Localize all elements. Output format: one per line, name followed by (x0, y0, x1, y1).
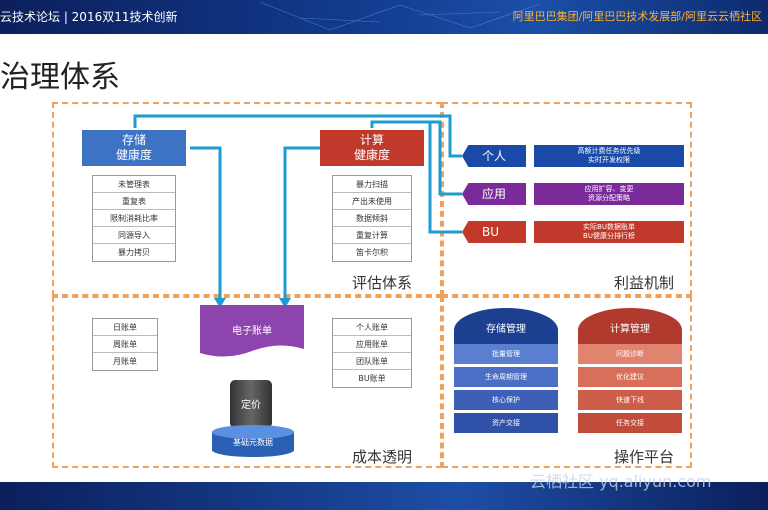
benefit-level-pill: 个人 (462, 145, 526, 167)
entity-bills-list: 个人账单应用账单团队账单 BU账单 (332, 318, 412, 388)
benefit-level-pill: BU (462, 221, 526, 243)
entity-bill-item: BU账单 (358, 374, 386, 383)
mgmt-stack-item: 任务交接 (578, 413, 682, 433)
entity-bill-item: 应用账单 (333, 336, 411, 353)
compute-issue-item: 笛卡尔积 (356, 248, 388, 257)
base-metadata-label: 基础元数据 (233, 438, 273, 447)
e-bill-shape (200, 305, 304, 357)
compute-issue-item: 产出未使用 (333, 193, 411, 210)
compute-issue-item: 暴力扫描 (333, 176, 411, 193)
period-bill-item: 日账单 (93, 319, 157, 336)
mgmt-stack-item: 资产交接 (454, 413, 558, 433)
benefit-section (442, 102, 692, 296)
watermark: 云栖社区 yq.aliyun.com (530, 472, 712, 491)
compute-issue-item: 数据倾斜 (333, 210, 411, 227)
storage-issue-item: 同源导入 (93, 227, 175, 244)
database-icon (212, 425, 294, 457)
benefit-section-label: 利益机制 (614, 274, 675, 292)
footer-bar (0, 482, 768, 510)
benefit-desc-box: 高额计费任务优先级 实时开发权限 (534, 145, 684, 167)
eval-section (52, 102, 442, 296)
network-background-graphic (259, 1, 541, 31)
pricing-label: 定价 (241, 400, 261, 411)
storage-mgmt-title: 存储管理 (486, 324, 526, 335)
pricing-server-icon (230, 380, 272, 428)
compute-mgmt-title: 计算管理 (610, 324, 650, 335)
mgmt-stack-item: 核心保护 (454, 390, 558, 410)
compute-issue-item: 重复计算 (333, 227, 411, 244)
storage-issue-item: 未管理表 (93, 176, 175, 193)
benefit-desc-box: 实际BU数据账单 BU健康分排行榜 (534, 221, 684, 243)
period-bills-list: 日账单周账单月账单 (92, 318, 158, 371)
organizer-names: 阿里巴巴集团/阿里巴巴技术发展部/阿里云云栖社区 (512, 10, 762, 23)
compute-mgmt-dome (578, 308, 682, 344)
period-bill-item: 周账单 (93, 336, 157, 353)
mgmt-stack-item: 优化建议 (578, 367, 682, 387)
mgmt-stack-item: 生命周期管理 (454, 367, 558, 387)
conference-name: 云技术论坛 | 2016双11技术创新 (0, 10, 178, 24)
period-bill-item: 月账单 (113, 357, 137, 366)
ops-section (442, 296, 692, 468)
storage-issue-item: 暴力拷贝 (118, 248, 150, 257)
ops-section-label: 操作平台 (614, 448, 675, 466)
benefit-desc-box: 应用扩容、变更 资源分配策略 (534, 183, 684, 205)
storage-health-box: 存储 健康度 (82, 130, 186, 166)
storage-mgmt-dome (454, 308, 558, 344)
e-bill-label: 电子账单 (232, 326, 272, 337)
storage-issue-item: 限制消耗比率 (93, 210, 175, 227)
benefit-level-pill: 应用 (462, 183, 526, 205)
header-bar: 云技术论坛 | 2016双11技术创新 阿里巴巴集团/阿里巴巴技术发展部/阿里云… (0, 0, 768, 34)
page-title: 治理体系 (0, 60, 120, 95)
mgmt-stack-item: 问题诊断 (578, 344, 682, 364)
compute-issue-list: 暴力扫描产出未使用数据倾斜重复计算笛卡尔积 (332, 175, 412, 262)
mgmt-stack-item: 批量管理 (454, 344, 558, 364)
storage-issue-item: 重复表 (93, 193, 175, 210)
cost-section-label: 成本透明 (352, 448, 413, 466)
entity-bill-item: 团队账单 (333, 353, 411, 370)
cost-section (52, 296, 442, 468)
mgmt-stack-item: 快速下线 (578, 390, 682, 410)
storage-issue-list: 未管理表重复表限制消耗比率同源导入暴力拷贝 (92, 175, 176, 262)
entity-bill-item: 个人账单 (333, 319, 411, 336)
compute-health-box: 计算 健康度 (320, 130, 424, 166)
eval-section-label: 评估体系 (352, 274, 413, 292)
